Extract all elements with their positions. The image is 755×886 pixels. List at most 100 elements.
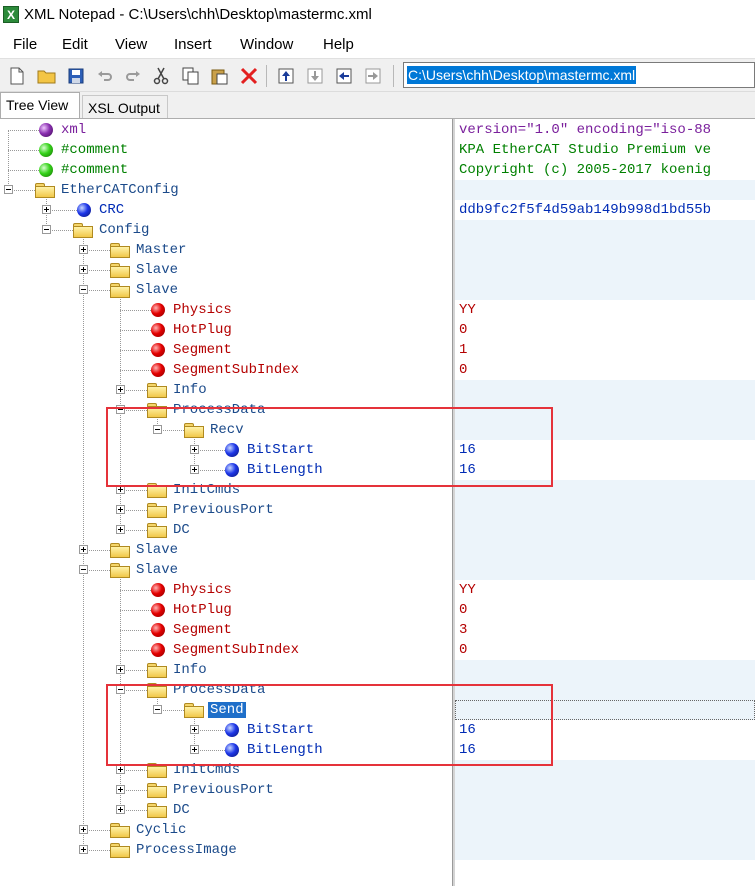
nudge-down-icon[interactable] xyxy=(305,66,325,86)
value-row[interactable] xyxy=(455,280,755,300)
expand-icon[interactable] xyxy=(116,505,125,514)
tree-node-hot-plug[interactable]: HotPlug xyxy=(0,600,452,620)
collapse-icon[interactable] xyxy=(153,705,162,714)
tree-node-xml[interactable]: xml xyxy=(0,120,452,140)
tree-node-dc[interactable]: DC xyxy=(0,800,452,820)
nudge-up-icon[interactable] xyxy=(276,66,296,86)
tree-node-send[interactable]: Send xyxy=(0,700,452,720)
tree-node-slave[interactable]: Slave xyxy=(0,260,452,280)
tree-node-init-cmds[interactable]: InitCmds xyxy=(0,760,452,780)
redo-icon[interactable] xyxy=(123,66,143,86)
tree-node-recv[interactable]: Recv xyxy=(0,420,452,440)
value-row[interactable] xyxy=(455,220,755,240)
value-row[interactable]: 16 xyxy=(455,740,755,760)
tab-xsl-output[interactable]: XSL Output xyxy=(82,95,168,118)
file-path-input[interactable]: C:\Users\chh\Desktop\mastermc.xml xyxy=(403,62,755,88)
tree-node-segment[interactable]: Segment xyxy=(0,620,452,640)
nudge-right-icon[interactable] xyxy=(363,66,383,86)
expand-icon[interactable] xyxy=(79,545,88,554)
tree-node-bit-start[interactable]: BitStart xyxy=(0,440,452,460)
tree-node-slave[interactable]: Slave xyxy=(0,280,452,300)
tree-node-config[interactable]: Config xyxy=(0,220,452,240)
expand-icon[interactable] xyxy=(79,845,88,854)
value-row[interactable] xyxy=(455,780,755,800)
expand-icon[interactable] xyxy=(116,665,125,674)
expand-icon[interactable] xyxy=(116,805,125,814)
value-row[interactable] xyxy=(455,380,755,400)
tree-node-slave[interactable]: Slave xyxy=(0,560,452,580)
tree-node-dc[interactable]: DC xyxy=(0,520,452,540)
menu-view[interactable]: View xyxy=(115,36,148,53)
value-row[interactable] xyxy=(455,500,755,520)
collapse-icon[interactable] xyxy=(79,565,88,574)
tree-node-physics[interactable]: Physics xyxy=(0,580,452,600)
pane-splitter[interactable] xyxy=(452,119,455,886)
value-row[interactable] xyxy=(455,800,755,820)
value-row[interactable] xyxy=(455,840,755,860)
open-folder-icon[interactable] xyxy=(37,66,57,86)
copy-icon[interactable] xyxy=(181,66,201,86)
tree-node-process-image[interactable]: ProcessImage xyxy=(0,840,452,860)
collapse-icon[interactable] xyxy=(79,285,88,294)
tree-node-cyclic[interactable]: Cyclic xyxy=(0,820,452,840)
value-row[interactable] xyxy=(455,540,755,560)
expand-icon[interactable] xyxy=(190,745,199,754)
collapse-icon[interactable] xyxy=(116,405,125,414)
save-icon[interactable] xyxy=(66,66,86,86)
value-row[interactable] xyxy=(455,660,755,680)
tree-node-info[interactable]: Info xyxy=(0,380,452,400)
tree-node-physics[interactable]: Physics xyxy=(0,300,452,320)
value-row[interactable] xyxy=(455,180,755,200)
menu-help[interactable]: Help xyxy=(323,36,354,53)
tab-tree-view[interactable]: Tree View xyxy=(0,92,80,118)
paste-icon[interactable] xyxy=(210,66,230,86)
tree-node-hot-plug[interactable]: HotPlug xyxy=(0,320,452,340)
collapse-icon[interactable] xyxy=(42,225,51,234)
value-row[interactable]: 3 xyxy=(455,620,755,640)
tree-node-segment[interactable]: Segment xyxy=(0,340,452,360)
tree-node-master[interactable]: Master xyxy=(0,240,452,260)
new-file-icon[interactable] xyxy=(7,66,27,86)
value-row[interactable] xyxy=(455,520,755,540)
expand-icon[interactable] xyxy=(190,465,199,474)
undo-icon[interactable] xyxy=(95,66,115,86)
value-row[interactable]: Copyright (c) 2005-2017 koenig xyxy=(455,160,755,180)
expand-icon[interactable] xyxy=(190,725,199,734)
nudge-left-icon[interactable] xyxy=(334,66,354,86)
value-row[interactable]: YY xyxy=(455,580,755,600)
tree-node-segment-sub-index[interactable]: SegmentSubIndex xyxy=(0,640,452,660)
expand-icon[interactable] xyxy=(42,205,51,214)
tree-node-bit-start[interactable]: BitStart xyxy=(0,720,452,740)
expand-icon[interactable] xyxy=(116,385,125,394)
value-row[interactable]: KPA EtherCAT Studio Premium ve xyxy=(455,140,755,160)
value-row[interactable]: 0 xyxy=(455,320,755,340)
value-row[interactable] xyxy=(455,560,755,580)
tree-node-slave[interactable]: Slave xyxy=(0,540,452,560)
expand-icon[interactable] xyxy=(79,825,88,834)
value-row[interactable] xyxy=(455,400,755,420)
tree-node-process-data[interactable]: ProcessData xyxy=(0,400,452,420)
value-row[interactable]: 0 xyxy=(455,360,755,380)
value-row[interactable]: ddb9fc2f5f4d59ab149b998d1bd55b xyxy=(455,200,755,220)
tree-node-bit-length[interactable]: BitLength xyxy=(0,460,452,480)
expand-icon[interactable] xyxy=(79,245,88,254)
expand-icon[interactable] xyxy=(116,785,125,794)
tree-node-comment[interactable]: #comment xyxy=(0,140,452,160)
tree-node-previous-port[interactable]: PreviousPort xyxy=(0,500,452,520)
value-row[interactable] xyxy=(455,820,755,840)
collapse-icon[interactable] xyxy=(4,185,13,194)
value-row[interactable]: 16 xyxy=(455,720,755,740)
collapse-icon[interactable] xyxy=(153,425,162,434)
menu-edit[interactable]: Edit xyxy=(62,36,88,53)
value-row[interactable]: version="1.0" encoding="iso-88 xyxy=(455,120,755,140)
tree-node-process-data[interactable]: ProcessData xyxy=(0,680,452,700)
value-row[interactable] xyxy=(455,260,755,280)
value-row[interactable]: 0 xyxy=(455,600,755,620)
menu-insert[interactable]: Insert xyxy=(174,36,212,53)
tree-node-info[interactable]: Info xyxy=(0,660,452,680)
tree-node-bit-length[interactable]: BitLength xyxy=(0,740,452,760)
value-row[interactable] xyxy=(455,240,755,260)
value-row[interactable]: 0 xyxy=(455,640,755,660)
